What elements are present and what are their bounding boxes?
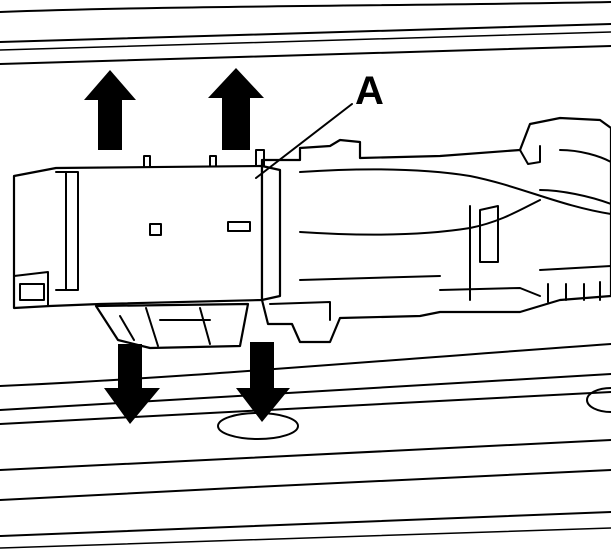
arrows bbox=[84, 68, 290, 424]
arrow-up-left bbox=[84, 70, 136, 150]
arrow-up-right bbox=[208, 68, 264, 150]
callout-label: A bbox=[355, 69, 384, 113]
callout-a: A bbox=[255, 69, 384, 179]
bottom-rail bbox=[0, 343, 611, 549]
arrow-down-left bbox=[104, 344, 160, 424]
component-housing bbox=[260, 116, 611, 344]
top-rail bbox=[0, 1, 611, 65]
connector-block bbox=[12, 149, 282, 310]
bracket-feet bbox=[94, 302, 250, 350]
arrow-down-right bbox=[236, 342, 290, 422]
